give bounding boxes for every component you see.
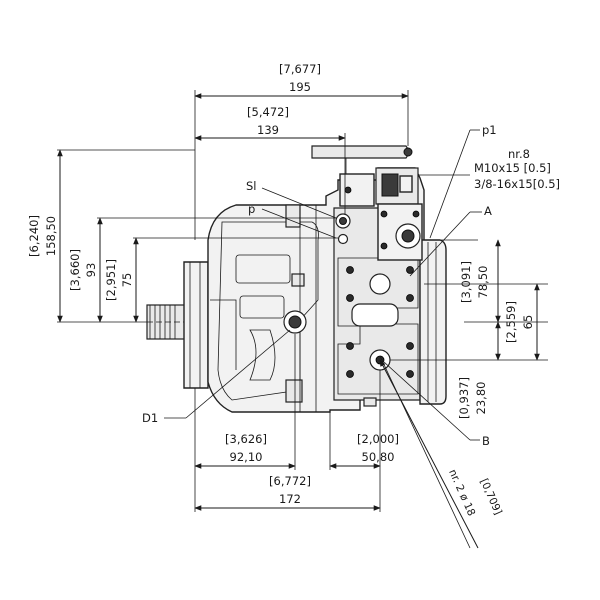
dim-bottom-left-mm: 92,10 <box>230 450 263 464</box>
dim-left-height-in: [6,240] <box>27 215 41 257</box>
port-plate-bolts <box>346 266 414 378</box>
callout-m10: M10x15 [0.5] <box>474 161 551 175</box>
callout-thread: 3/8-16x15[0.5] <box>474 177 560 191</box>
dim-bottom-overall-in: [6,772] <box>269 474 311 488</box>
mounting-flange <box>183 261 209 389</box>
dim-diag-in: [0,709] <box>477 477 504 517</box>
dim-top-overall-mm: 195 <box>289 80 311 94</box>
dim-right-low-mm: 23,80 <box>474 382 488 415</box>
pump-body <box>146 145 447 413</box>
callout-d1: D1 <box>142 411 158 425</box>
callout-a: A <box>484 204 492 218</box>
dim-bottom-mid-in: [2,000] <box>357 432 399 446</box>
callout-b: B <box>482 434 490 448</box>
dim-bottom-overall-mm: 172 <box>279 492 301 506</box>
callout-sl: Sl <box>246 179 257 193</box>
drive-shaft <box>146 304 210 340</box>
dim-top-overall-in: [7,677] <box>279 62 321 76</box>
port-a <box>369 273 391 295</box>
dimension-lines <box>57 90 548 549</box>
dim-left-height-mm: 158,50 <box>44 216 58 256</box>
dim-right-low-in: [0,937] <box>457 377 471 419</box>
callout-p: p <box>248 202 255 216</box>
dim-left-low-in: [2,951] <box>104 259 118 301</box>
dim-diag-mm: nr. 2 ø 18 <box>446 468 477 518</box>
dim-bottom-left-in: [3,626] <box>225 432 267 446</box>
callout-leaders <box>164 129 482 441</box>
dim-right-upper-in: [3,091] <box>459 261 473 303</box>
dim-right-upper-mm: 78,50 <box>476 266 490 299</box>
end-cover <box>419 239 447 405</box>
dim-left-low-mm: 75 <box>120 273 134 288</box>
dim-right-mid-in: [2,559] <box>504 301 518 343</box>
dim-top-partial-in: [5,472] <box>247 105 289 119</box>
dim-bottom-mid-mm: 50,80 <box>362 450 395 464</box>
dim-left-mid-in: [3,660] <box>68 249 82 291</box>
callout-text: p1 nr.8 M10x15 [0.5] 3/8-16x15[0.5] A Sl… <box>142 123 560 448</box>
p-port <box>337 233 349 245</box>
dim-top-partial-mm: 139 <box>257 123 279 137</box>
callout-nr8: nr.8 <box>508 147 530 161</box>
callout-p1: p1 <box>482 123 497 137</box>
dim-left-mid-mm: 93 <box>84 263 98 278</box>
dim-right-mid-mm: 65 <box>521 315 535 330</box>
control-block <box>311 145 423 261</box>
